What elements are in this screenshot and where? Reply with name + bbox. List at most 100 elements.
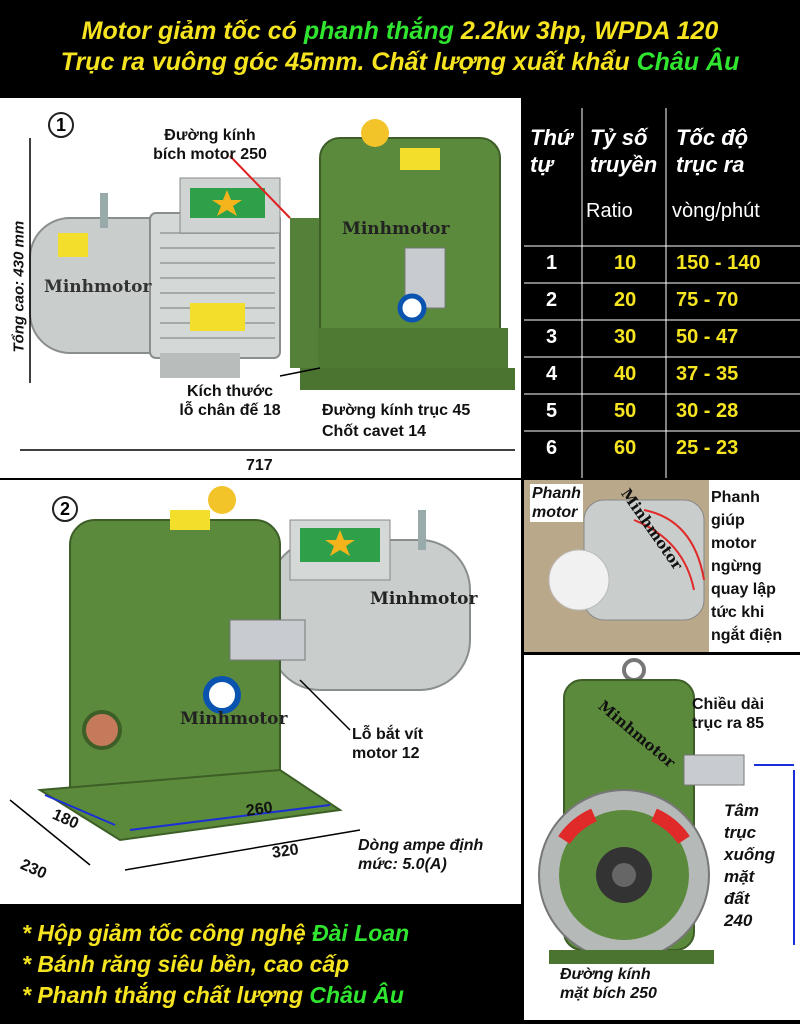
row-ratio: 40 — [614, 363, 637, 385]
brand-motor: Minhmotor — [44, 277, 152, 297]
feature-line-3-a: * Phanh thắng chất lượng — [22, 982, 310, 1008]
row-ratio: 60 — [614, 437, 637, 459]
brand-gearbox: Minhmotor — [342, 219, 450, 239]
foot-hole-label: Kích thước lỗ chân đế 18 — [160, 382, 300, 420]
center-height-line: mặt — [724, 867, 755, 886]
motor-foot — [160, 353, 240, 378]
output-shaft — [683, 754, 745, 786]
foot-hole-line-2: lỗ chân đế 18 — [179, 402, 281, 419]
brake-label-line-1: Phanh — [532, 485, 581, 502]
gearbox-label — [400, 148, 440, 170]
ratio-table: Thứ tự Tỷ số truyền Tốc độ trục ra Ratio… — [524, 98, 800, 478]
flange-diameter-line-1: Đường kính — [560, 966, 651, 983]
panel-number: 2 — [52, 496, 78, 522]
flange-label-line-1: Đường kính — [164, 127, 256, 144]
panel-perspective-view: 2 Minhmotor Minhmotor Lỗ bắt vít motor 1… — [0, 480, 521, 904]
header-line-2-a: Trục ra vuông góc 45mm. Chất lượng xuất … — [60, 48, 637, 76]
dim-260: 260 — [244, 799, 274, 820]
ampere-line-1: Dòng ampe định — [358, 837, 484, 854]
col-speed-header-1: Tốc độ — [676, 125, 749, 150]
row-index: 6 — [546, 437, 558, 459]
col-index-header-1: Thứ — [530, 125, 573, 150]
gearbox-base — [36, 768, 343, 842]
flange-slot-left — [558, 808, 598, 845]
front-view-illustration — [538, 658, 795, 964]
logo-star — [325, 530, 355, 556]
ampere-line-2: mức: 5.0(A) — [358, 856, 447, 873]
row-speed: 75 - 70 — [676, 289, 739, 311]
row-ratio: 10 — [614, 252, 637, 274]
flange-diameter-line-2: mặt bích 250 — [560, 985, 657, 1002]
screw-hole-label: Lỗ bắt vít motor 12 — [352, 725, 423, 763]
oil-plug — [361, 119, 389, 147]
spec-label — [190, 303, 245, 331]
foot-hole-line-1: Kích thước — [186, 383, 274, 400]
screw-hole-line-2: motor 12 — [352, 745, 420, 762]
fan — [548, 549, 610, 611]
center-height-line: 240 — [724, 911, 753, 930]
height-label: Tổng cao: 430 mm — [10, 220, 28, 353]
shaft-diameter-label: Đường kính trục 45 — [322, 402, 471, 419]
row-speed: 150 - 140 — [676, 252, 761, 274]
ampere-label: Dòng ampe định mức: 5.0(A) — [358, 836, 483, 874]
row-index: 4 — [546, 363, 558, 385]
flange — [290, 218, 320, 368]
row-speed: 50 - 47 — [676, 326, 739, 348]
row-index: 5 — [546, 400, 558, 422]
brake-description: Phanh giúp motor ngừng quay lập tức khi … — [711, 486, 782, 647]
table-grid — [524, 108, 800, 478]
feature-line-2: * Bánh răng siêu bền, cao cấp — [22, 951, 350, 977]
header-line-1-b: phanh thắng — [303, 17, 454, 45]
panel-front-view: Minhmotor Chiều dài trục ra 85 Tâm trục … — [524, 655, 800, 1020]
brake-lever — [100, 193, 108, 228]
row-ratio: 50 — [614, 400, 637, 422]
header-line-1: Motor giảm tốc có phanh thắng 2.2kw 3hp,… — [0, 16, 800, 47]
desc-line: giúp — [711, 512, 745, 529]
dim-320: 320 — [270, 841, 300, 862]
sticker-badge — [397, 293, 427, 323]
gearbox-foot — [300, 368, 515, 390]
center-height-line: trục — [724, 823, 757, 842]
screw-hole-pointer — [299, 679, 351, 731]
panel-brake: Phanh motor Minhmotor Phanh giúp motor n… — [524, 480, 800, 652]
shaft-length-label: Chiều dài trục ra 85 — [692, 695, 764, 733]
desc-line: ngừng — [711, 558, 762, 575]
gearbox-label — [170, 510, 210, 530]
desc-line: quay lập — [711, 581, 776, 598]
feature-line-1: * Hộp giảm tốc công nghệ Đài Loan — [22, 918, 522, 949]
foot-hole-pointer — [279, 367, 321, 377]
motor-housing — [149, 212, 281, 359]
table-row: 5 50 30 - 28 — [524, 400, 800, 430]
row-speed: 30 - 28 — [676, 400, 739, 422]
center-height-label: Tâm trục xuống mặt đất 240 — [724, 800, 775, 932]
brand-motor: Minhmotor — [370, 589, 478, 609]
output-shaft — [229, 619, 306, 661]
center-height-line: đất — [724, 889, 750, 908]
brand-gearbox: Minhmotor — [180, 709, 288, 729]
brake-label: Phanh motor — [530, 484, 583, 522]
gearbox-foot — [549, 950, 714, 964]
row-speed: 37 - 35 — [676, 363, 739, 385]
center-height-line: Tâm — [724, 801, 759, 820]
oil-plug — [208, 486, 236, 514]
key-label: Chốt cavet 14 — [322, 423, 427, 440]
logo-star — [212, 190, 242, 216]
col-index-header: Thứ tự — [530, 124, 573, 178]
col-ratio-header: Tỷ số truyền — [590, 124, 657, 178]
row-ratio: 20 — [614, 289, 637, 311]
row-index: 2 — [546, 289, 558, 311]
screw-hole-line-1: Lỗ bắt vít — [352, 726, 424, 743]
length-label: 717 — [246, 457, 273, 474]
desc-line: motor — [711, 535, 757, 552]
panel-side-view: 1 Đường kính bích motor 250 Tổng cao: 43… — [0, 98, 521, 478]
dimension-lines — [44, 794, 331, 831]
table-row: 1 10 150 - 140 — [524, 252, 800, 282]
warning-label — [58, 233, 88, 257]
row-index: 1 — [546, 252, 558, 274]
shaft-length-line-1: Chiều dài — [692, 696, 765, 713]
outer-dimension-lines — [9, 799, 361, 871]
side-boss — [82, 710, 122, 750]
header-line-1-a: Motor giảm tốc có — [81, 17, 304, 45]
col-ratio-sub: Ratio — [586, 200, 633, 222]
feature-line-1-b: Đài Loan — [312, 920, 410, 946]
